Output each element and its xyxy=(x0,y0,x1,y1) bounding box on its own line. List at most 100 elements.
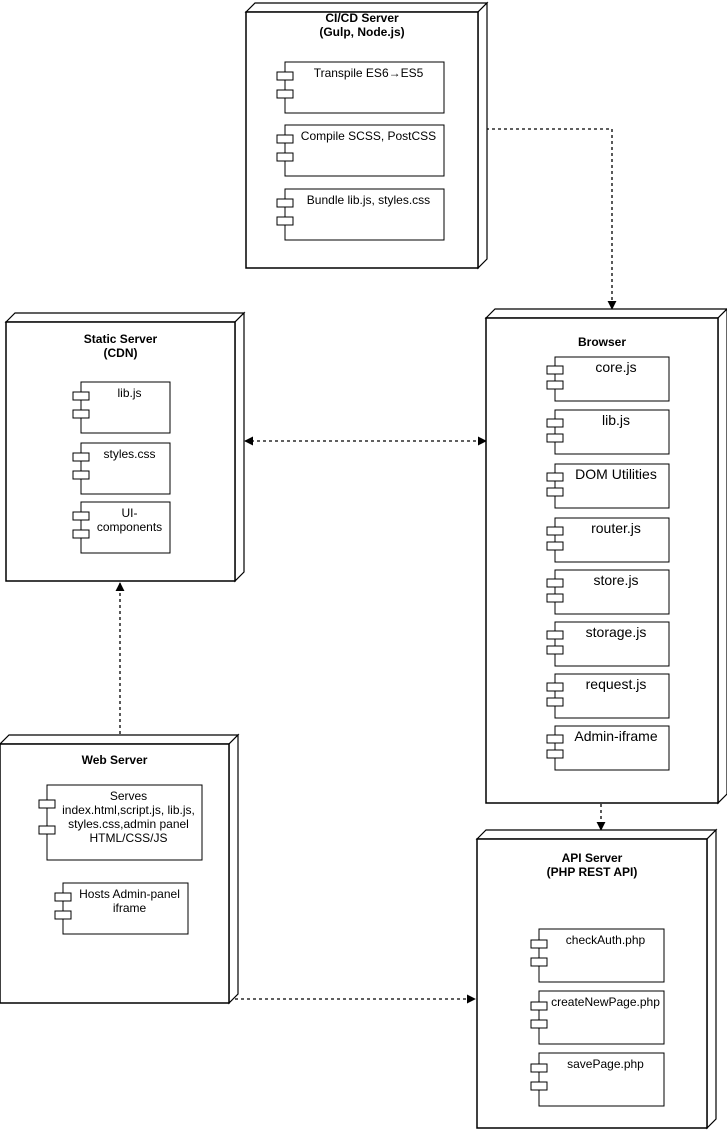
component-tab-icon xyxy=(72,391,90,401)
browser-component-label: Admin-iframe xyxy=(574,728,657,744)
static-component: UI-components xyxy=(72,501,171,554)
api-component-label: savePage.php xyxy=(567,1057,644,1071)
browser-component-label: storage.js xyxy=(586,624,647,640)
api-component-label: checkAuth.php xyxy=(566,933,646,947)
cicd-component-box xyxy=(284,61,445,114)
component-tab-icon xyxy=(546,433,564,443)
component-tab-icon xyxy=(546,749,564,759)
browser-component: core.js xyxy=(546,356,670,402)
browser-node-side-face xyxy=(717,308,727,805)
component-tab-icon xyxy=(54,892,72,902)
web-node-top-face xyxy=(0,734,240,745)
static-component-box xyxy=(80,501,171,554)
browser-component-box xyxy=(554,673,670,719)
component-tab-icon xyxy=(530,957,548,967)
browser-component-box xyxy=(554,621,670,667)
api-node-title: API Server xyxy=(562,851,623,865)
component-tab-icon xyxy=(38,799,56,809)
browser-node-title: Browser xyxy=(578,335,626,349)
web-component-box xyxy=(46,784,203,861)
component-tab-icon xyxy=(276,216,294,226)
browser-component-label: request.js xyxy=(586,676,647,692)
web-node-title: Web Server xyxy=(82,753,148,767)
cicd-node-title: CI/CD Server xyxy=(325,11,399,25)
browser-component: lib.js xyxy=(546,409,670,455)
component-tab-icon xyxy=(530,1001,548,1011)
cicd-node: CI/CD Server(Gulp, Node.js) Transpile ES6… xyxy=(244,1,489,270)
api-component-box xyxy=(538,928,665,983)
api-component: savePage.php xyxy=(530,1052,665,1107)
web-component-box xyxy=(62,882,189,935)
component-tab-icon xyxy=(530,1081,548,1091)
static-component-box xyxy=(80,442,171,495)
browser-component: router.js xyxy=(546,517,670,563)
connection-cicd-to-browser xyxy=(486,128,617,310)
component-tab-icon xyxy=(546,578,564,588)
component-tab-icon xyxy=(276,71,294,81)
cicd-node-title: (Gulp, Node.js) xyxy=(319,25,404,39)
browser-component-box xyxy=(554,463,670,509)
cicd-component: Transpile ES6→ES5 xyxy=(276,61,445,114)
component-tab-icon xyxy=(546,487,564,497)
browser-component: request.js xyxy=(546,673,670,719)
browser-component-label: lib.js xyxy=(602,412,630,428)
cicd-component-label: Bundle lib.js, styles.css xyxy=(307,193,430,207)
browser-component-label: router.js xyxy=(591,520,641,536)
cicd-node-side-face xyxy=(477,1,488,270)
component-tab-icon xyxy=(72,452,90,462)
component-tab-icon xyxy=(38,825,56,835)
web-component-label: styles.css,admin panel xyxy=(68,817,189,831)
component-tab-icon xyxy=(276,152,294,162)
static-component: lib.js xyxy=(72,381,171,434)
api-node-top-face xyxy=(475,829,718,840)
browser-component-label: core.js xyxy=(595,359,636,375)
cicd-component: Compile SCSS, PostCSS xyxy=(276,124,445,177)
browser-component-box xyxy=(554,725,670,771)
browser-component-box xyxy=(554,409,670,455)
component-tab-icon xyxy=(546,697,564,707)
component-tab-icon xyxy=(276,134,294,144)
static-node-top-face xyxy=(4,312,246,323)
component-tab-icon xyxy=(54,910,72,920)
component-tab-icon xyxy=(530,1019,548,1029)
component-tab-icon xyxy=(530,939,548,949)
static-component-label: styles.css xyxy=(103,447,155,461)
static-node-title: (CDN) xyxy=(104,346,138,360)
web-component-label: Serves xyxy=(110,789,147,803)
component-tab-icon xyxy=(546,472,564,482)
web-component-label: Hosts Admin-panel xyxy=(79,887,180,901)
static-node-side-face xyxy=(234,311,245,583)
browser-node-top-face xyxy=(484,308,727,319)
component-tab-icon xyxy=(546,645,564,655)
component-tab-icon xyxy=(546,380,564,390)
component-tab-icon xyxy=(546,630,564,640)
component-tab-icon xyxy=(72,511,90,521)
cicd-component: Bundle lib.js, styles.css xyxy=(276,188,445,241)
browser-component-box xyxy=(554,356,670,402)
cicd-component-box xyxy=(284,188,445,241)
browser-component: DOM Utilities xyxy=(546,463,670,509)
browser-component-label: DOM Utilities xyxy=(575,466,657,482)
static-component: styles.css xyxy=(72,442,171,495)
api-node: API Server(PHP REST API) checkAuth.php cre… xyxy=(475,828,718,1130)
browser-component: storage.js xyxy=(546,621,670,667)
browser-component: Admin-iframe xyxy=(546,725,670,771)
browser-component: store.js xyxy=(546,569,670,615)
component-tab-icon xyxy=(276,198,294,208)
static-component-label: components xyxy=(97,520,162,534)
web-component-label: HTML/CSS/JS xyxy=(89,831,167,845)
web-node-side-face xyxy=(228,733,239,1005)
web-component-label: iframe xyxy=(113,901,147,915)
static-node-title: Static Server xyxy=(84,332,158,346)
api-component-box xyxy=(538,990,665,1045)
web-node-box xyxy=(0,743,230,1004)
api-component: createNewPage.php xyxy=(530,990,665,1045)
web-component-label: index.html,script.js, lib.js, xyxy=(62,803,195,817)
api-node-title: (PHP REST API) xyxy=(547,865,638,879)
api-component: checkAuth.php xyxy=(530,928,665,983)
api-component-box xyxy=(538,1052,665,1107)
